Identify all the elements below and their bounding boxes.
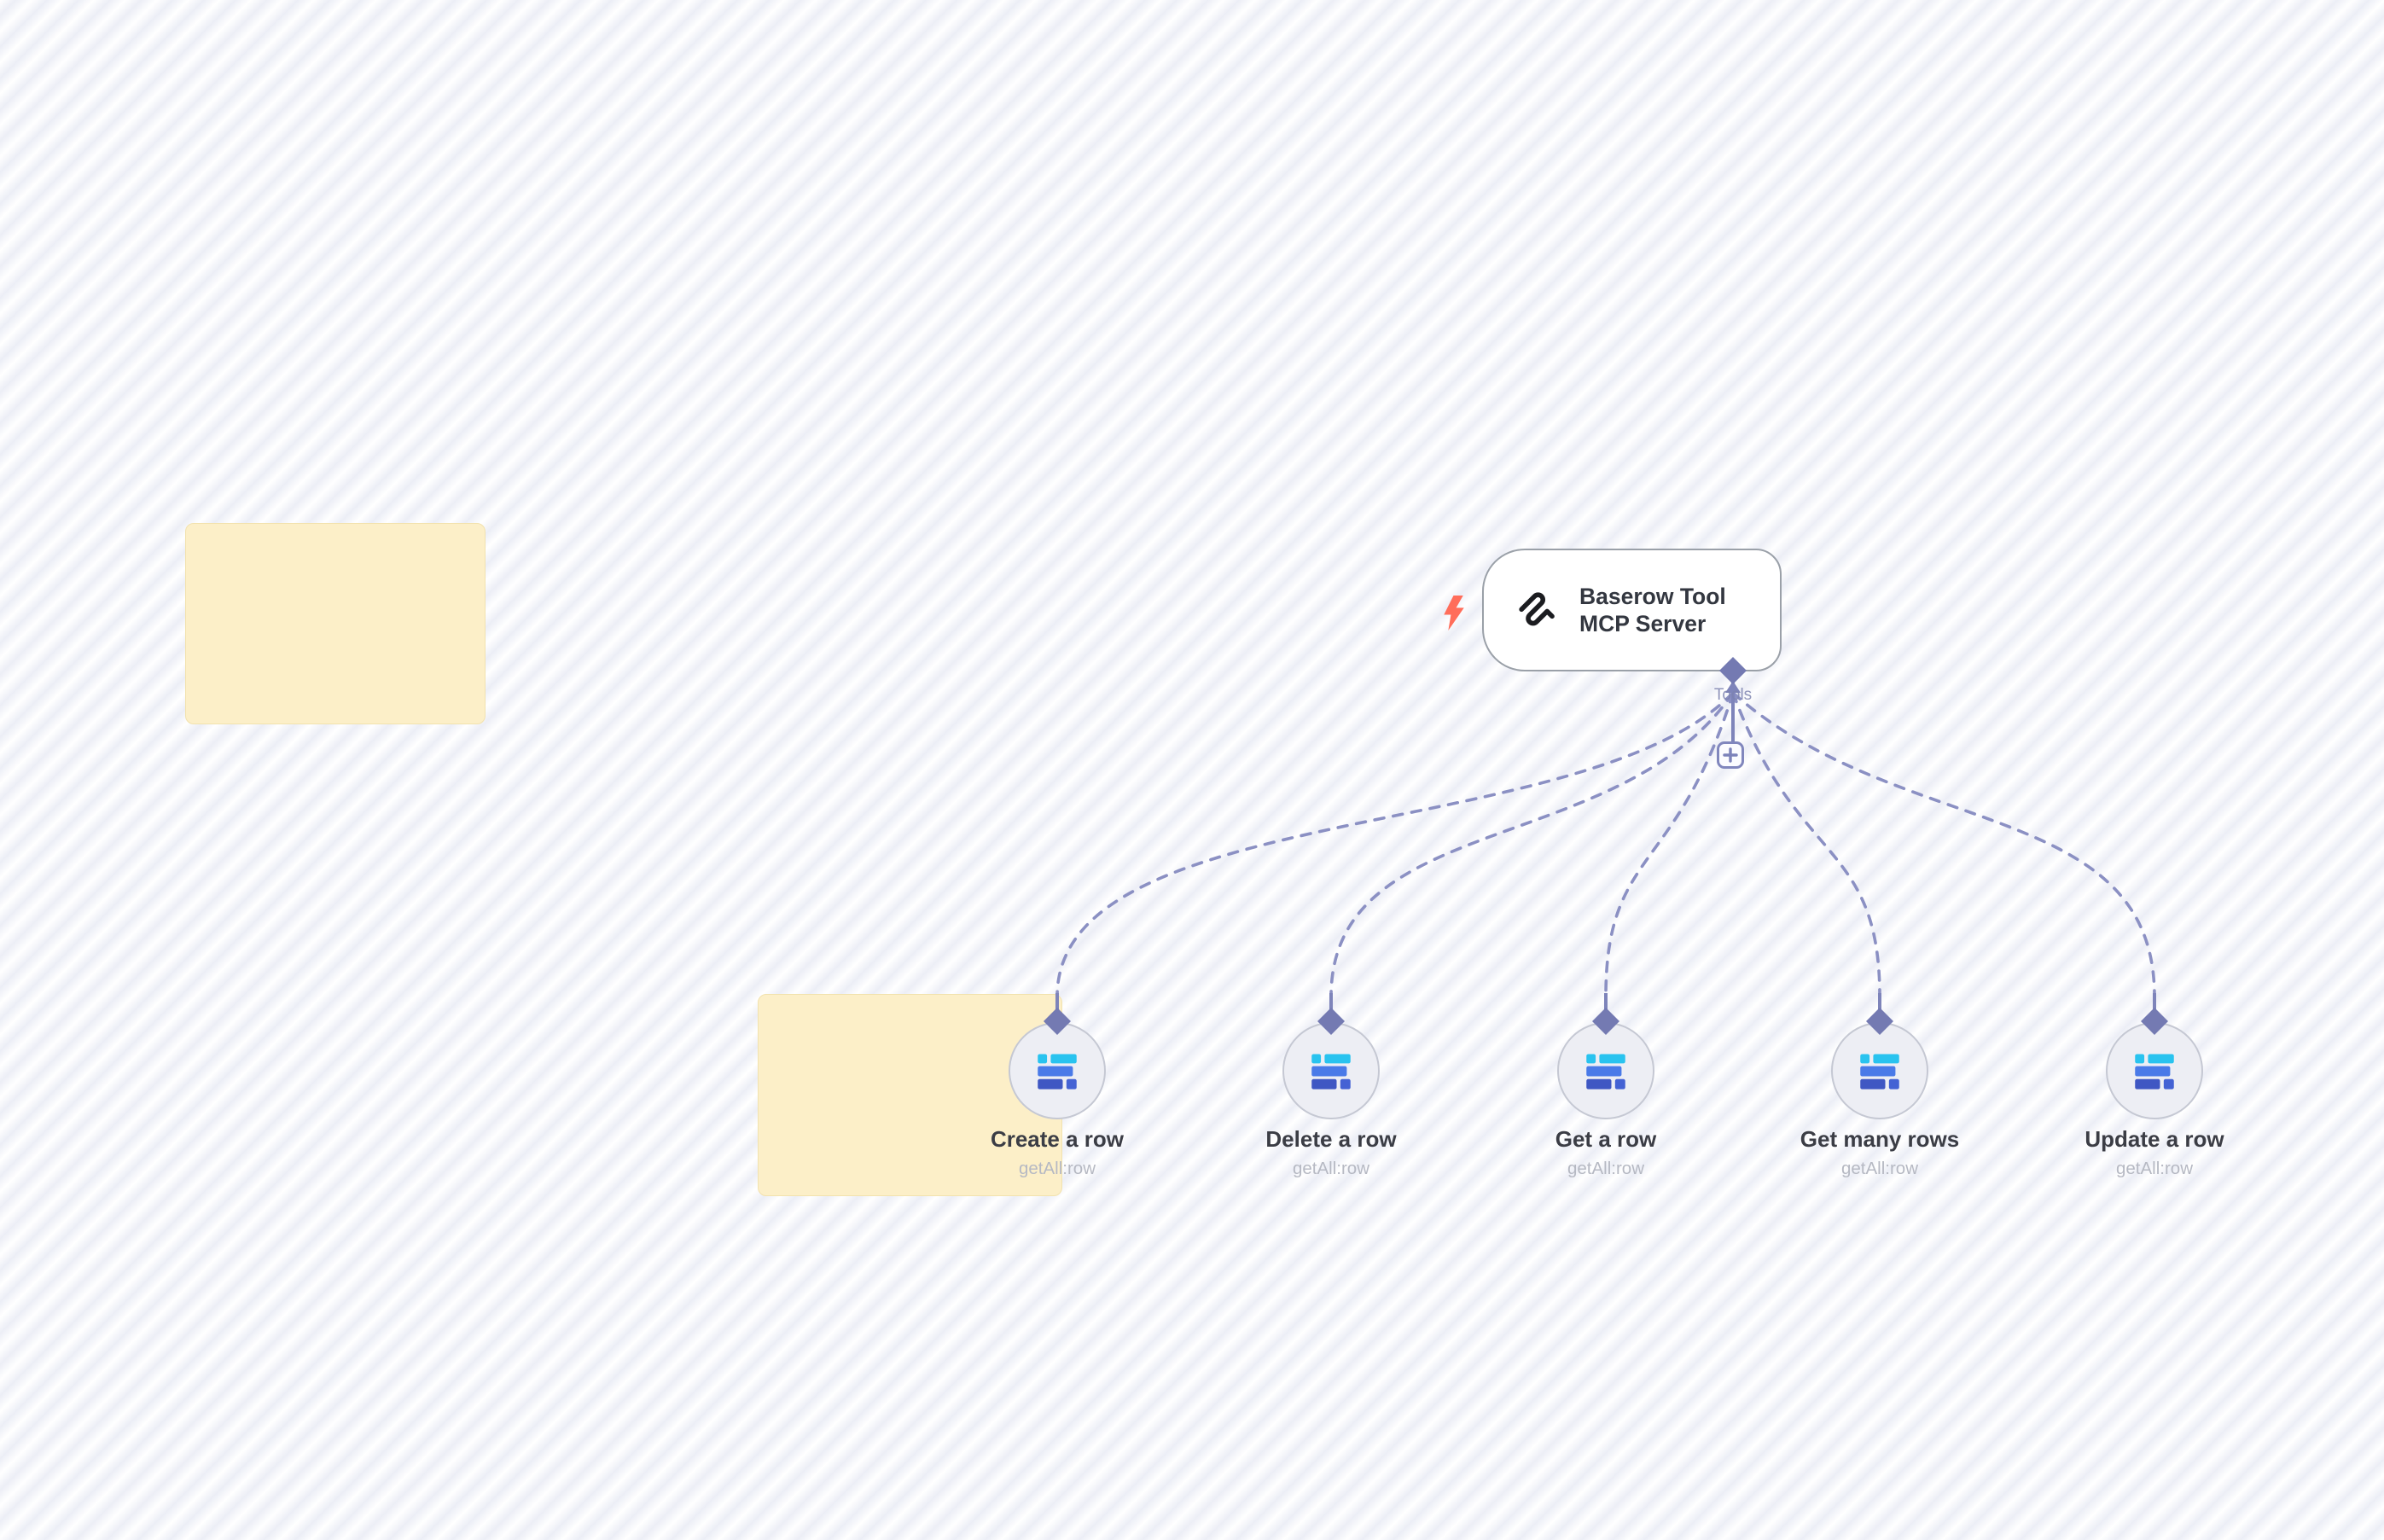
connection-path [1731,691,1881,998]
tool-node-subtitle: getAll:row [2115,1159,2193,1178]
baserow-table-icon [2135,1054,2174,1090]
tool-node-subtitle: getAll:row [1567,1159,1644,1178]
connection-path [1731,691,2156,998]
trigger-node-title: Baserow Tool MCP Server [1579,583,1726,636]
connection-path [1055,691,1735,998]
baserow-table-icon [1860,1054,1899,1090]
tool-node-circle[interactable] [1557,1022,1654,1119]
tool-node-circle[interactable] [1831,1022,1928,1119]
sticky-note[interactable] [758,994,1062,1196]
tool-node-title: Get a row [1555,1126,1657,1152]
sticky-note[interactable] [185,523,486,724]
tool-node-get-many-rows[interactable]: Get many rows getAll:row [1800,1022,1959,1178]
connection-path [1329,691,1735,998]
add-tool-button[interactable] [1717,741,1744,769]
tools-port-label: Tools [1713,686,1753,704]
tool-node-circle[interactable] [2106,1022,2203,1119]
tool-node-create-a-row[interactable]: Create a row getAll:row [991,1022,1124,1178]
tool-node-title: Update a row [2085,1126,2224,1152]
tool-node-circle[interactable] [1282,1022,1380,1119]
tool-node-subtitle: getAll:row [1018,1159,1096,1178]
tool-node-subtitle: getAll:row [1292,1159,1369,1178]
connection-path [1604,691,1735,998]
baserow-table-icon [1586,1054,1625,1090]
tool-node-subtitle: getAll:row [1840,1159,1918,1178]
tool-node-title: Delete a row [1265,1126,1397,1152]
lightning-bolt-icon [1444,596,1464,631]
tool-node-title: Create a row [990,1126,1125,1152]
tool-node-get-a-row[interactable]: Get a row getAll:row [1555,1022,1656,1178]
baserow-logo-icon [1519,592,1555,626]
tool-node-update-a-row[interactable]: Update a row getAll:row [2085,1022,2224,1178]
plus-icon [1723,747,1738,763]
tool-node-circle[interactable] [1009,1022,1106,1119]
trigger-node-baserow-mcp-server[interactable]: Baserow Tool MCP Server [1482,549,1782,671]
tool-node-title: Get many rows [1800,1126,1960,1152]
baserow-table-icon [1038,1054,1077,1090]
tool-node-delete-a-row[interactable]: Delete a row getAll:row [1265,1022,1397,1178]
baserow-table-icon [1311,1054,1351,1090]
